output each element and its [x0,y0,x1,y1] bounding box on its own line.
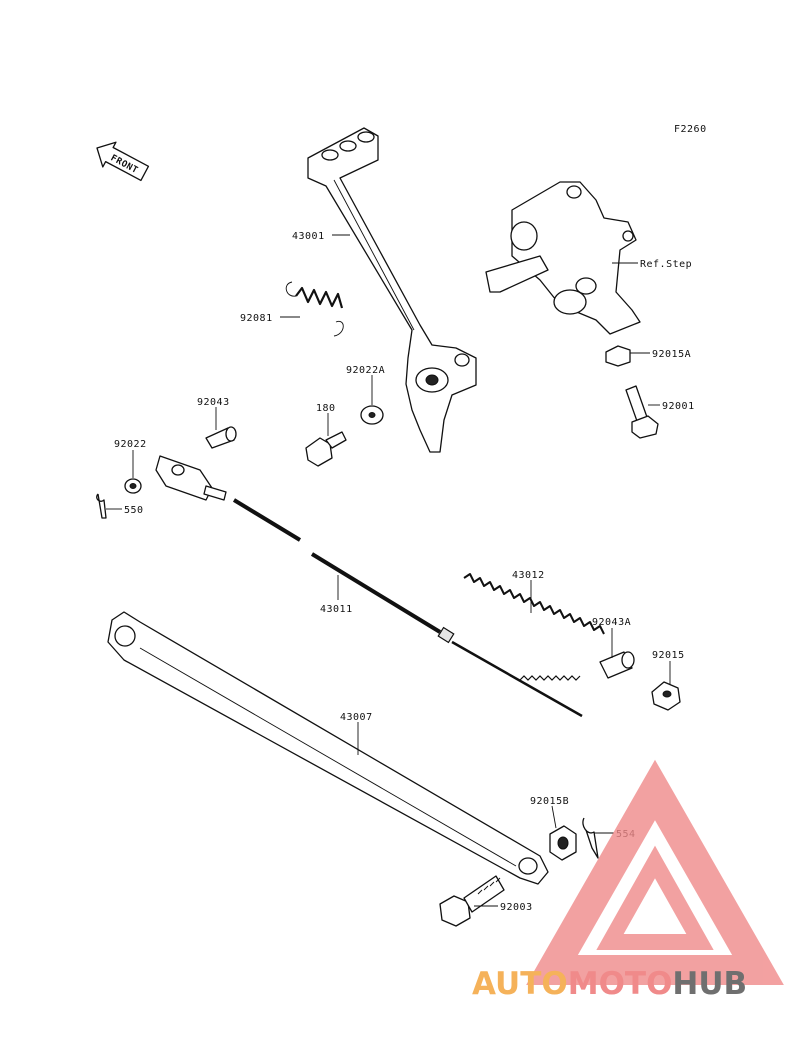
label-43012: 43012 [512,570,545,581]
label-92022a: 92022A [346,365,385,376]
front-arrow-icon: FRONT [96,141,150,182]
watermark-hub: HUB [672,966,747,1002]
pin-92043 [205,426,237,449]
label-92015: 92015 [652,650,685,661]
watermark-auto: AUTO [472,966,568,1002]
watermark-logo [526,759,784,985]
collar-92043a [599,651,635,679]
label-ref-step: Ref.Step [640,259,692,270]
watermark-moto: MOTO [568,966,673,1002]
bolt-180 [305,431,347,467]
label-180: 180 [316,403,336,414]
label-92022: 92022 [114,439,147,450]
nut-92015b [549,825,577,861]
cotter-pin-550 [96,493,107,519]
label-92001: 92001 [662,401,695,412]
label-92043a: 92043A [592,617,631,628]
figure-code: F2260 [674,124,707,135]
return-spring [285,281,344,337]
bolt-92001 [625,385,659,439]
label-43001: 43001 [292,231,325,242]
label-92081: 92081 [240,313,273,324]
lever-43007 [107,611,549,885]
nut-92015a [605,345,631,367]
nut-92015 [651,681,681,711]
washer-92022 [124,478,142,494]
leader-lines [106,234,671,907]
logo-triangle-icon [526,759,784,985]
label-92015a: 92015A [652,349,691,360]
label-92015b: 92015B [530,796,569,807]
spring-43012 [463,573,605,635]
label-43007: 43007 [340,712,373,723]
label-92043: 92043 [197,397,230,408]
step-bracket [485,181,641,335]
bolt-92003 [439,875,505,927]
label-43011: 43011 [320,604,353,615]
washer-92022a [360,405,384,425]
brake-pedal [307,127,477,453]
clip-554 [582,817,599,859]
brake-rod [155,455,583,718]
watermark-text: AUTOMOTOHUB [472,966,747,1002]
label-550: 550 [124,505,144,516]
label-92003: 92003 [500,902,533,913]
